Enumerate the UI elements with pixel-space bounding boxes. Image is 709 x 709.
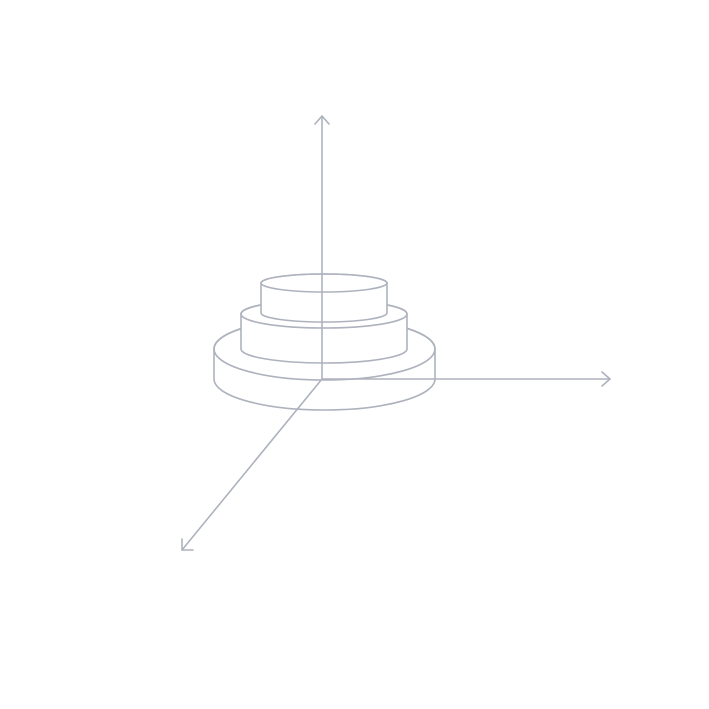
z-axis-arrowhead-icon [181,538,194,551]
x-axis-arrowhead-icon [601,371,611,387]
tier-top-top-face [260,273,388,293]
z-axis-line [181,378,323,551]
tier-top [260,273,388,323]
y-axis-arrowhead-icon [314,115,330,125]
axes [181,115,611,551]
tier-top-body [260,273,388,323]
